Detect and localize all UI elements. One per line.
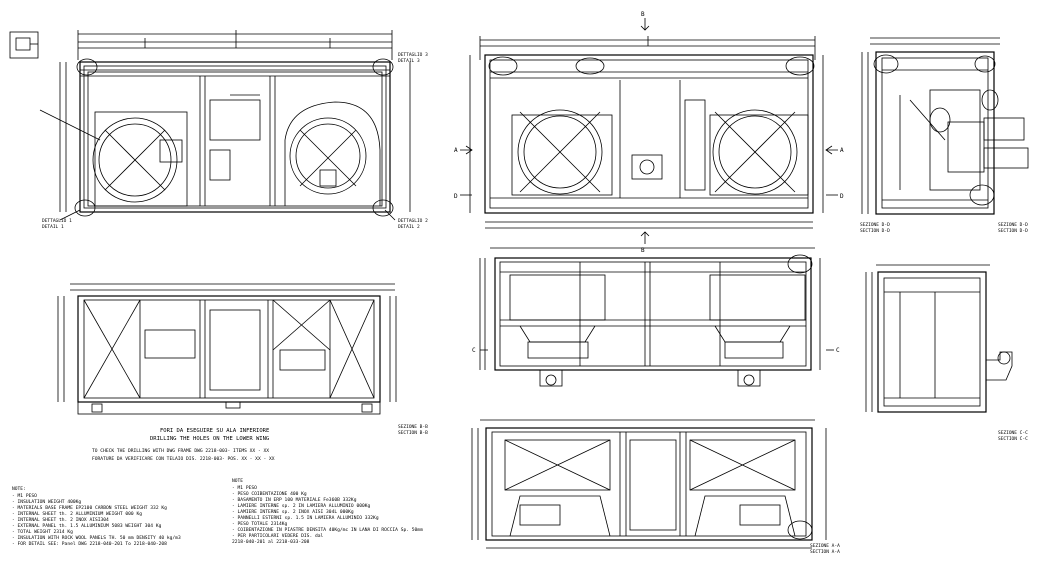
- marker-a-right: A: [840, 147, 844, 154]
- drilling-note-line4: FORATURE DA VERIFICARE CON TELAIO DIS. 2…: [92, 456, 275, 462]
- drilling-note-line2: DRILLING THE HOLES ON THE LOWER WING: [150, 436, 269, 442]
- label-detail-1: DETAIL 1: [42, 224, 64, 230]
- notes-en-line: - M1 PESO: [12, 493, 37, 499]
- label-section-d-right: SEZIONE D-D: [998, 222, 1028, 228]
- label-section-c-en: SECTION C-C: [998, 436, 1028, 442]
- notes-it-line: - BASAMENTO IN ERP 100 MATERIALE Fe360B …: [232, 497, 357, 503]
- view-top-right: [861, 37, 1029, 215]
- marker-d-right: D: [840, 193, 844, 200]
- marker-b-bottom: B: [641, 247, 645, 254]
- label-section-d-en: SECTION D-D: [860, 228, 890, 234]
- view-bottom-center: [471, 419, 827, 549]
- notes-italian: NOTE - M1 PESO - PESO COIBENTAZIONE 400 …: [232, 478, 423, 545]
- notes-it-line: - M1 PESO: [232, 485, 257, 491]
- notes-en-line: - INTERNAL SHEET th. 2 ALLUMINIUM WEIGHT…: [12, 511, 142, 517]
- label-detail-3: DETAIL 3: [398, 58, 420, 64]
- notes-en-line: - FOR DETAIL SEE: Panel DWG 2218-040-201…: [12, 541, 167, 547]
- marker-c-left: C: [472, 347, 476, 354]
- view-middle-left: [57, 283, 397, 415]
- notes-en-line: - INSULATION WEIGHT 400Kg: [12, 499, 81, 505]
- label-section-b-en: SECTION B-B: [398, 430, 428, 436]
- notes-en-line: - INTERNAL SHEET th. 2 INOX AISI304: [12, 517, 109, 523]
- notes-en-line: - EXTERNAL PANEL th. 1.5 ALLUMINIUM 5083…: [12, 523, 162, 529]
- label-section-d: SEZIONE D-D: [860, 222, 890, 228]
- notes-en-line: - TOTAL WEIGHT 2314 Kg: [12, 529, 73, 535]
- view-top-middle: [469, 36, 824, 229]
- marker-b-top: B: [641, 11, 645, 18]
- notes-it-line: - PANNELLI ESTERNI sp. 1.5 IN LAMIERA AL…: [232, 515, 379, 521]
- notes-it-line: 2218-040-201 al 2218-033-208: [232, 539, 310, 545]
- notes-it-line: - LAMIERE INTERNE sp. 2 INOX AISI 304L 0…: [232, 509, 354, 515]
- view-middle-right: [865, 264, 1013, 413]
- marker-d-left: D: [454, 193, 458, 200]
- label-dettaglio-1: DETTAGLIO 1: [42, 218, 72, 224]
- label-dettaglio-3: DETTAGLIO 3: [398, 52, 428, 58]
- notes-english: NOTE: - M1 PESO - INSULATION WEIGHT 400K…: [12, 486, 181, 547]
- label-section-b: SEZIONE B-B: [398, 424, 428, 430]
- key-plan-icon: [9, 31, 39, 59]
- notes-it-line: - COIBENTAZIONE IN PIASTRE DENSITA 40Kg/…: [232, 527, 423, 533]
- drilling-note-line1: FORI DA ESEGUIRE SU ALA INFERIORE: [160, 428, 269, 434]
- label-detail-2: DETAIL 2: [398, 224, 420, 230]
- notes-it-line: - LAMIERE INTERNE sp. 2 IN LAMIERA ALLUM…: [232, 503, 371, 509]
- label-section-c: SEZIONE C-C: [998, 430, 1028, 436]
- notes-it-line: - PER PARTICOLARI VEDERE DIS. dal: [232, 533, 324, 539]
- notes-en-line: - MATERIALS BASE FRAME EP2100 CARBON STE…: [12, 505, 167, 511]
- label-section-d-right-en: SECTION D-D: [998, 228, 1028, 234]
- drilling-note: FORI DA ESEGUIRE SU ALA INFERIORE DRILLI…: [92, 428, 275, 462]
- view-middle-center: [479, 247, 821, 387]
- notes-en-title: NOTE:: [12, 486, 26, 492]
- marker-a-left: A: [454, 147, 458, 154]
- label-section-a: SEZIONE A-A: [810, 543, 840, 549]
- notes-it-line: - PESO COIBENTAZIONE 400 Kg: [232, 491, 307, 497]
- label-section-a-en: SECTION A-A: [810, 549, 840, 555]
- section-markers: [460, 18, 838, 351]
- marker-c-right: C: [836, 347, 840, 354]
- view-top-left: [9, 30, 411, 221]
- notes-it-line: - PESO TOTALE 2314Kg: [232, 521, 288, 527]
- label-dettaglio-2: DETTAGLIO 2: [398, 218, 428, 224]
- drilling-note-line3: TO CHECK THE DRILLING WITH DWG FRAME DWG…: [92, 448, 269, 454]
- notes-it-title: NOTE: [232, 478, 243, 484]
- notes-en-line: - INSULATION WITH ROCK WOOL PANELS TH. 5…: [12, 535, 181, 541]
